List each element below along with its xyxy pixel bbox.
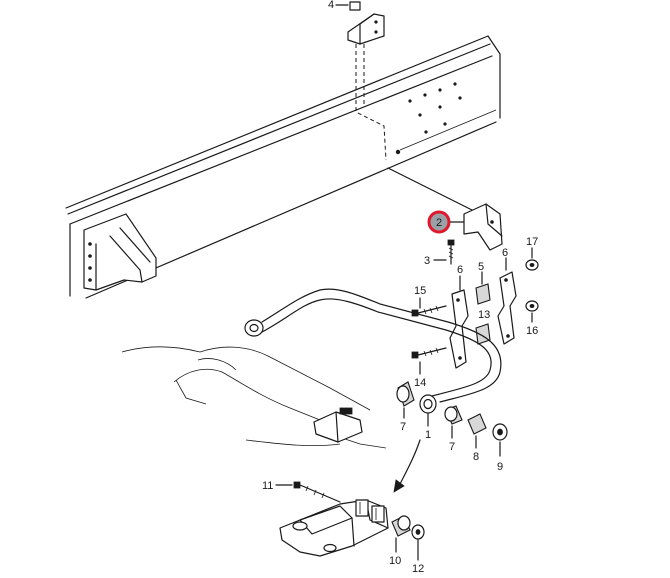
label-part-13: 13 [478, 309, 490, 321]
label-part-11: 11 [262, 480, 273, 492]
clamp-strap-part-6-right [497, 257, 517, 345]
end-bushing-part-1 [419, 394, 437, 427]
nut-part-17 [525, 247, 539, 271]
label-part-7-left: 7 [400, 421, 406, 433]
nut-part-16 [525, 300, 539, 323]
label-part-3: 3 [424, 255, 430, 267]
bolt-part-3 [433, 239, 455, 265]
label-part-10: 10 [389, 555, 401, 567]
direction-arrow [393, 439, 421, 493]
part-labels: 4 3 6 5 6 17 15 13 16 14 7 1 7 8 9 11 10… [262, 0, 538, 575]
label-part-17: 17 [526, 236, 538, 248]
spring-hanger-bracket [83, 213, 157, 291]
clamp-strap-part-6-left [449, 275, 469, 369]
label-part-1: 1 [425, 429, 431, 441]
sleeve-part-10 [391, 515, 411, 553]
washer-part-9 [492, 423, 508, 457]
highlight-callout-2[interactable]: 2 [427, 210, 451, 234]
axle-outline [121, 346, 387, 449]
bolt-part-14 [411, 347, 447, 375]
label-part-6-right: 6 [502, 247, 508, 259]
upper-bracket-part-4 [347, 1, 387, 161]
bushing-part-7-right [444, 405, 463, 439]
bracket-part-2 [463, 203, 503, 251]
label-part-6-left: 6 [457, 264, 463, 276]
bolt-part-11 [275, 481, 341, 503]
nut-part-12 [411, 524, 425, 561]
bushing-part-5 [475, 271, 491, 305]
label-part-8: 8 [473, 451, 479, 463]
callout-label-2: 2 [436, 217, 442, 229]
label-part-7-right: 7 [449, 441, 455, 453]
label-part-14: 14 [414, 377, 426, 389]
label-part-15: 15 [414, 285, 426, 297]
frame-holes [395, 82, 462, 155]
label-part-16: 16 [526, 325, 538, 337]
label-part-9: 9 [497, 461, 503, 473]
label-part-5: 5 [478, 261, 484, 273]
bushing-part-7-left [396, 381, 415, 419]
label-part-4: 4 [328, 0, 334, 11]
sleeve-part-8 [467, 413, 487, 449]
label-part-12: 12 [412, 563, 424, 575]
stabilizer-bar-part-1 [244, 288, 502, 403]
lower-bracket [279, 499, 389, 557]
